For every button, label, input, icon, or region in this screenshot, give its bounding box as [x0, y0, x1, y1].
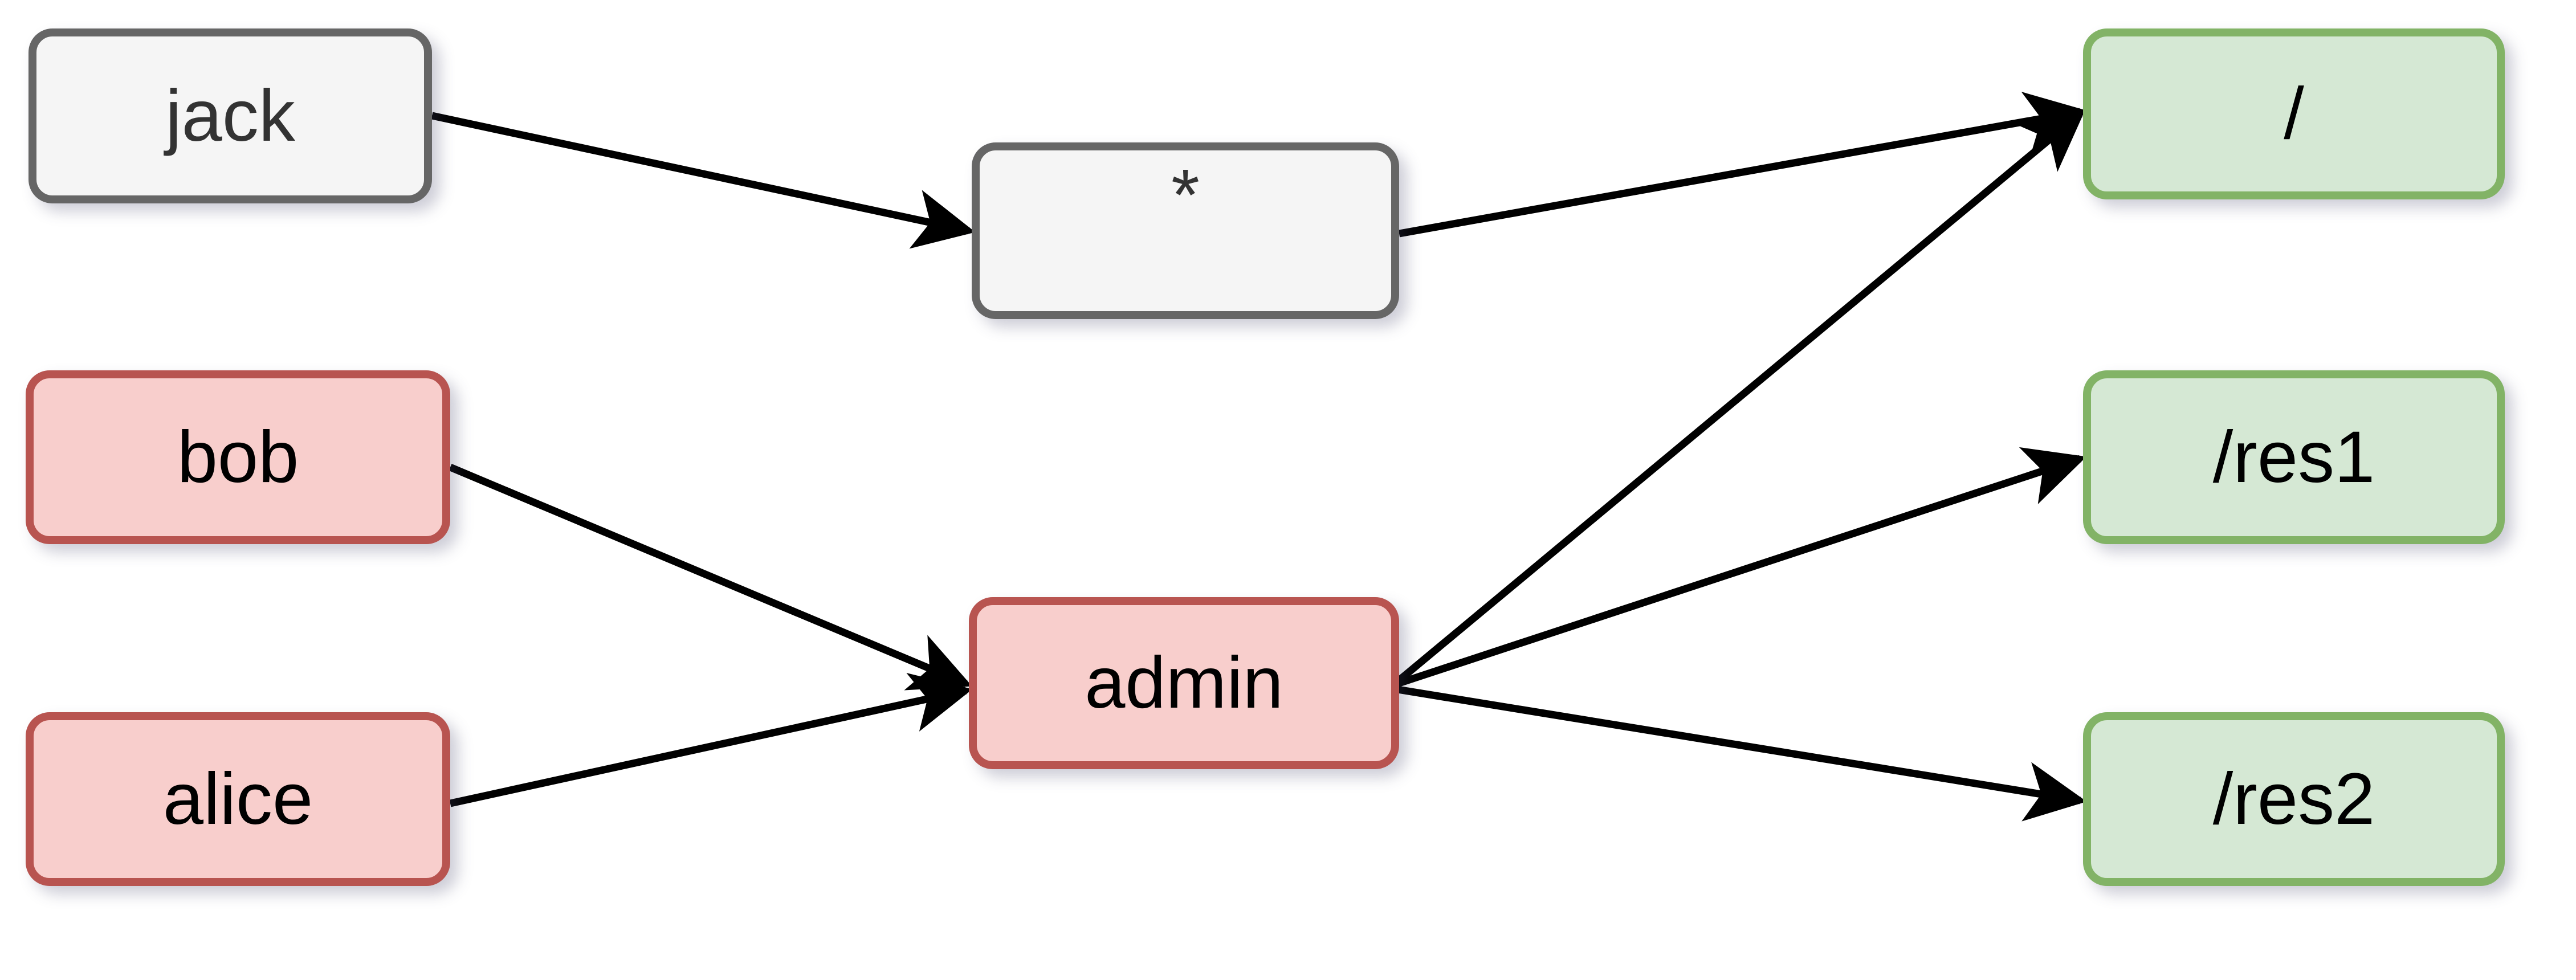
- node-resource-res1-label: /res1: [2212, 416, 2375, 498]
- node-resource-res2[interactable]: /res2: [2083, 712, 2505, 886]
- node-wildcard[interactable]: *: [972, 142, 1399, 319]
- node-admin[interactable]: admin: [969, 597, 1399, 769]
- node-bob-label: bob: [177, 416, 299, 498]
- edge-admin-to-res1: [1396, 447, 2087, 688]
- edge-admin-to-res2: [1396, 685, 2087, 822]
- node-jack-label: jack: [165, 75, 295, 157]
- edge-jack-to-star: [431, 112, 976, 249]
- node-resource-res1[interactable]: /res1: [2083, 370, 2505, 544]
- node-alice-label: alice: [162, 758, 313, 840]
- node-bob[interactable]: bob: [26, 370, 450, 544]
- node-admin-label: admin: [1085, 642, 1283, 724]
- node-jack[interactable]: jack: [28, 28, 432, 203]
- node-resource-root-label: /: [2284, 73, 2304, 154]
- edge-alice-to-admin: [449, 672, 973, 807]
- node-resource-root[interactable]: /: [2083, 28, 2505, 199]
- node-wildcard-label: *: [1171, 154, 1200, 236]
- node-alice[interactable]: alice: [26, 712, 450, 886]
- edge-star-to-root: [1398, 92, 2087, 238]
- edge-bob-to-admin: [449, 464, 972, 691]
- edge-admin-to-root: [1393, 109, 2085, 685]
- node-resource-res2-label: /res2: [2212, 758, 2375, 840]
